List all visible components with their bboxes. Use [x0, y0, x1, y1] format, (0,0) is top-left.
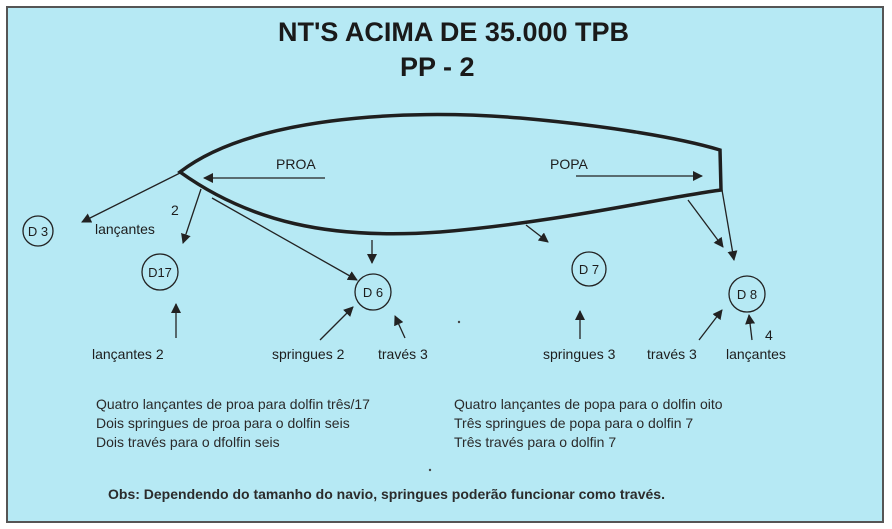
dolphin-d6 [354, 273, 392, 311]
line-to-d17 [181, 188, 202, 244]
line-to-d3 [81, 172, 181, 223]
dolphin-d8 [728, 275, 766, 313]
d3-line-count: 2 [171, 202, 179, 218]
note-right-line: Três través para o dolfin 7 [454, 434, 617, 450]
d7-springs-label: springues 3 [543, 346, 616, 362]
note-left-line: Dois través para o dfolfin seis [96, 434, 280, 450]
line-to-d8-a [687, 199, 724, 248]
arrow-d8-lancantes-up [745, 314, 756, 341]
d8-breast-label: través 3 [647, 346, 697, 362]
d17-line-label: lançantes 2 [92, 346, 164, 362]
note-right-line: Três springues de popa para o dolfin 7 [454, 415, 694, 431]
ship-hull [177, 112, 723, 236]
bow-label: PROA [276, 156, 316, 172]
page-subtitle: PP - 2 [400, 52, 475, 82]
dolphin-d7 [571, 251, 607, 287]
observation-note: Obs: Dependendo do tamanho do navio, spr… [108, 486, 665, 502]
dot-mark [457, 320, 461, 324]
spring-to-d7 [525, 224, 549, 243]
page-title: NT'S ACIMA DE 35.000 TPB [278, 17, 629, 47]
d8-line-count: 4 [765, 327, 773, 343]
dolphin-d17 [141, 253, 179, 291]
d6-springs-label: springues 2 [272, 346, 345, 362]
dolphin-d6-label: D 6 [363, 285, 383, 300]
d6-breast-label: través 3 [378, 346, 428, 362]
stern-label: POPA [550, 156, 588, 172]
dolphin-d7-label: D 7 [579, 262, 599, 277]
note-right-line: Quatro lançantes de popa para o dolfin o… [454, 396, 723, 412]
note-left-line: Quatro lançantes de proa para dolfin trê… [96, 396, 370, 412]
dolphin-d3 [22, 215, 54, 247]
arrow-d6-spring-up [319, 306, 354, 341]
d3-line-label: lançantes [95, 221, 155, 237]
d8-line-label: lançantes [726, 346, 786, 362]
spring-to-d6 [211, 197, 358, 281]
note-left-line: Dois springues de proa para o dolfin sei… [96, 415, 350, 431]
arrow-d6-breast-up [394, 315, 406, 339]
line-to-d8-b [721, 189, 738, 261]
dolphin-d3-label: D 3 [28, 224, 48, 239]
dolphin-d8-label: D 8 [737, 287, 757, 302]
diagram-panel [6, 6, 884, 523]
dot-mark [428, 468, 432, 472]
dolphin-d17-label: D17 [148, 265, 172, 280]
arrow-d8-breast-up [698, 309, 723, 341]
